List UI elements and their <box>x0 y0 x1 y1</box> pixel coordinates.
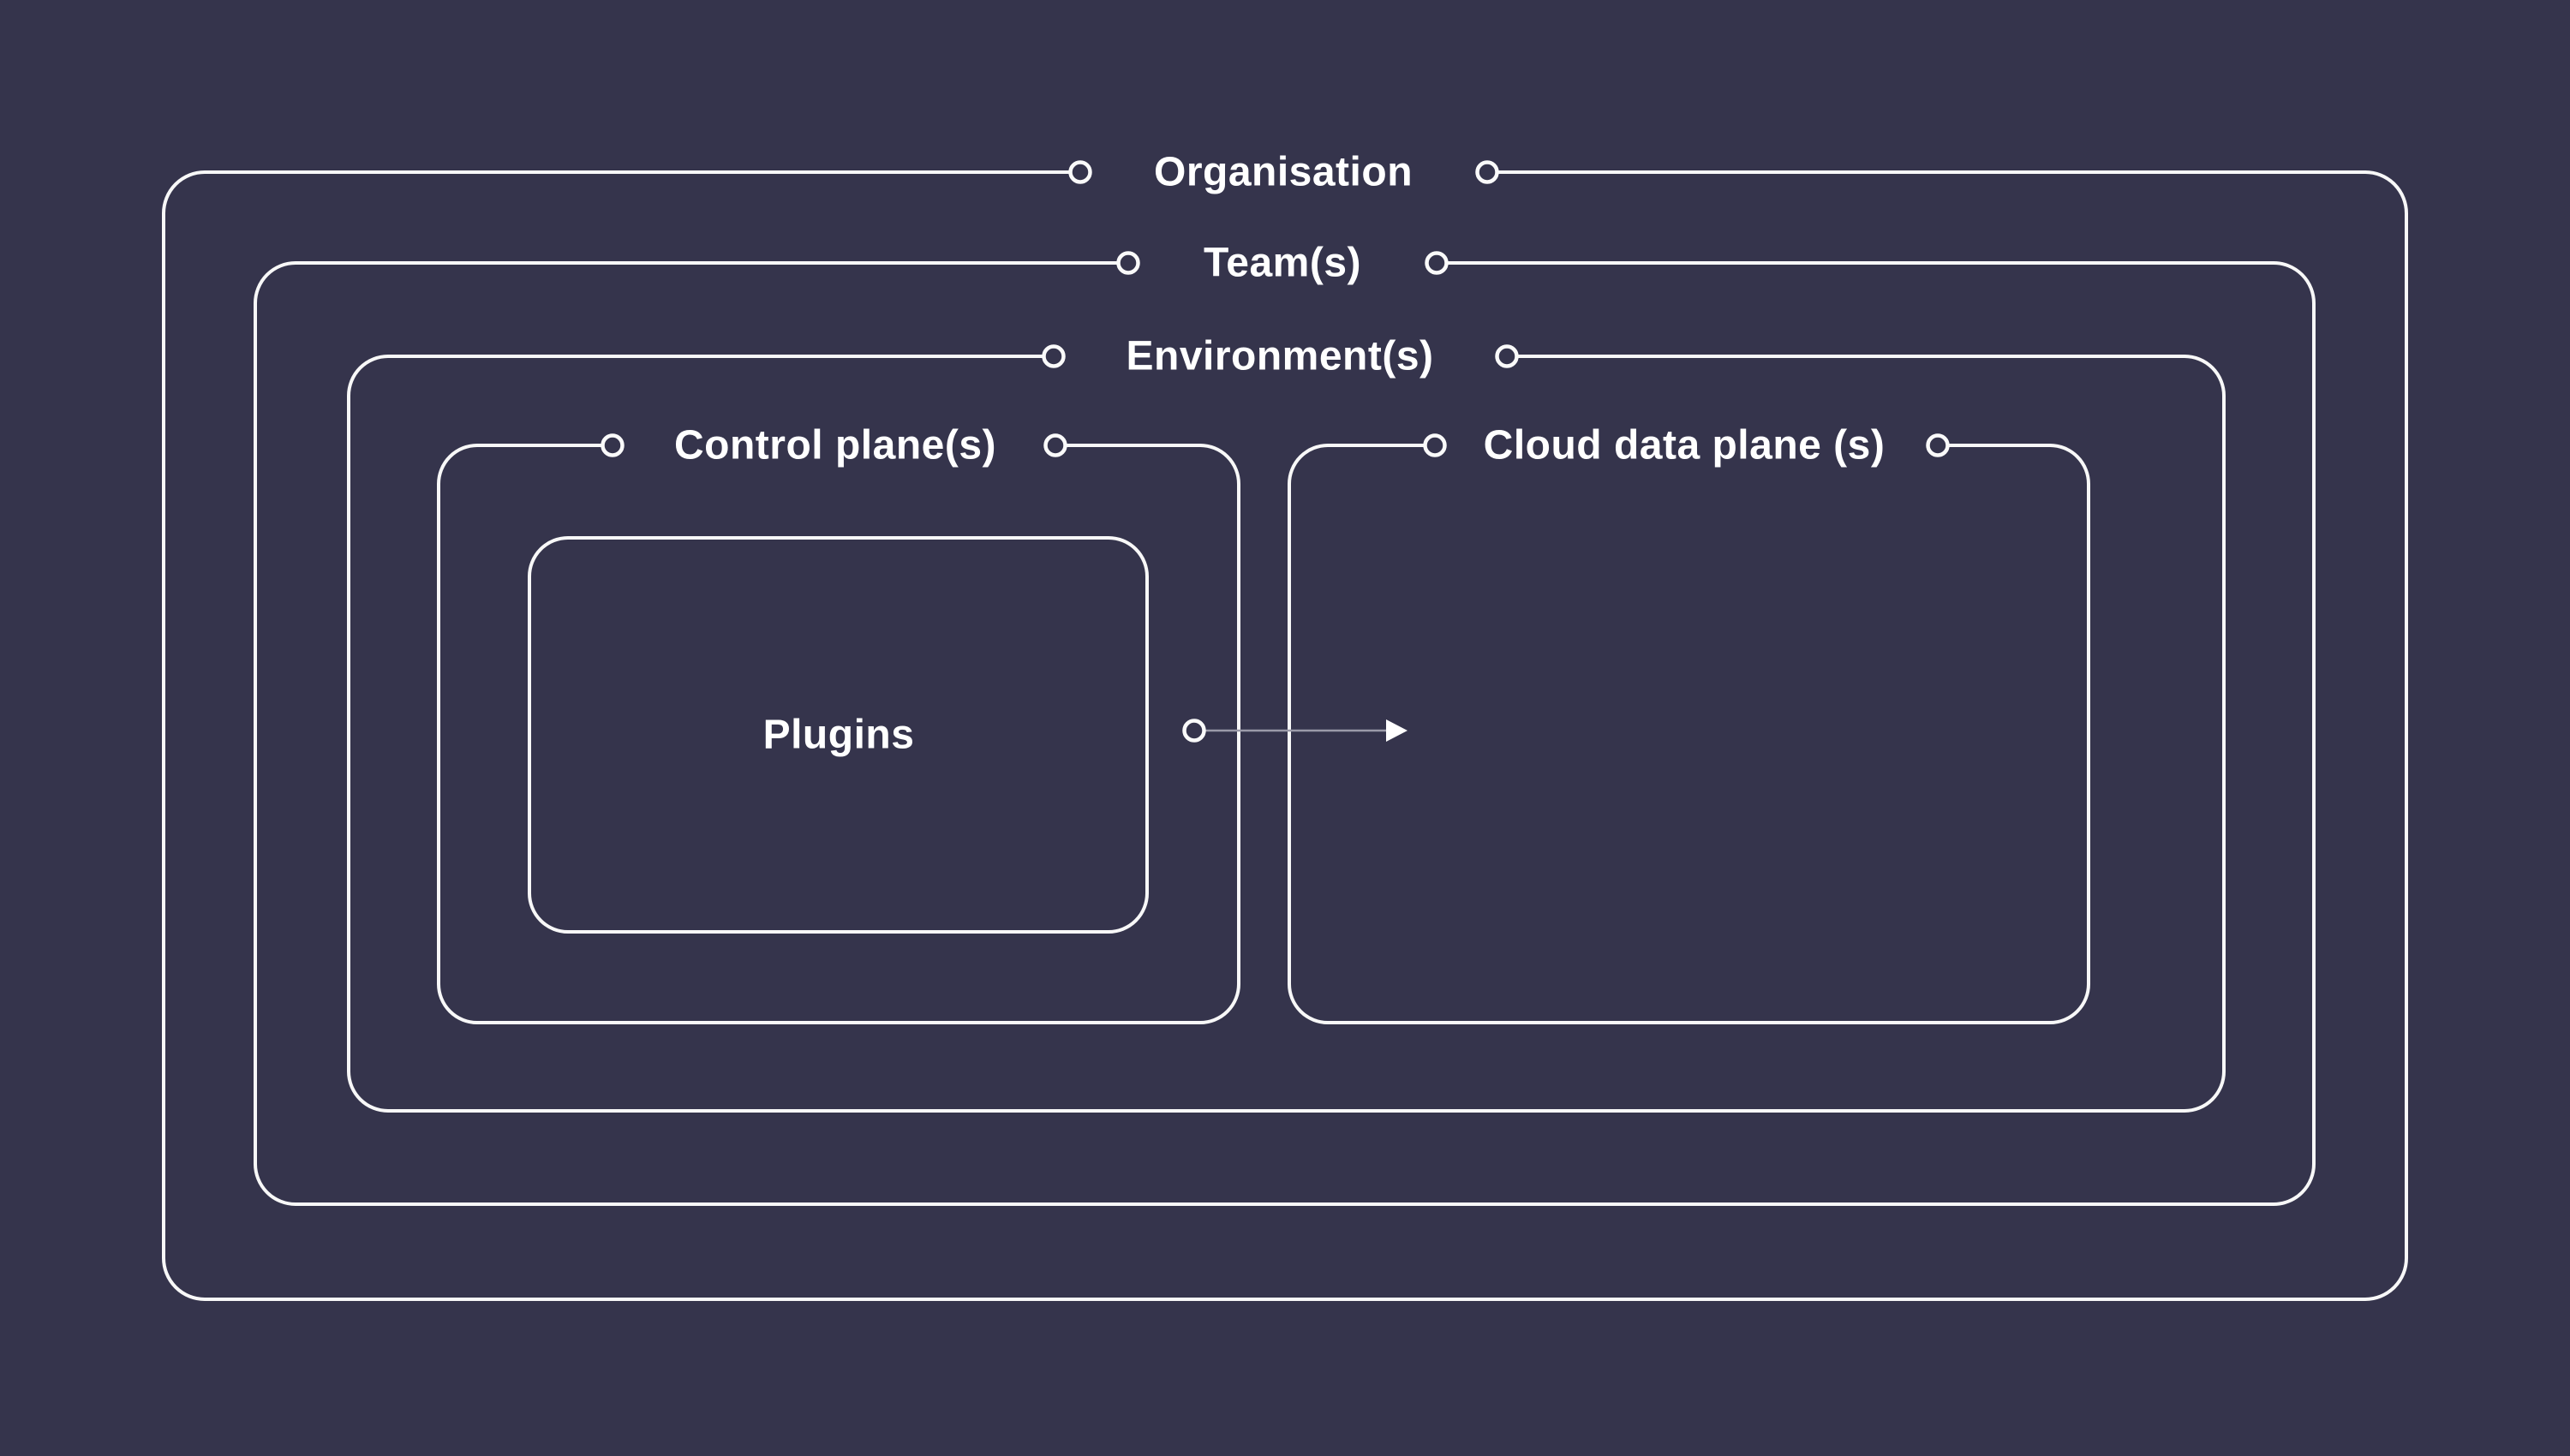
arrow-start-dot <box>1182 719 1206 743</box>
plugins-border <box>528 536 1149 934</box>
cloud-data-plane-border <box>1288 444 2090 1024</box>
plugins-to-cloud-arrow <box>1182 719 1408 743</box>
cloud-data-plane-label: Cloud data plane (s) <box>1483 422 1886 468</box>
plugins-label: Plugins <box>762 712 915 758</box>
teams-border <box>254 261 2316 1206</box>
teams-label: Team(s) <box>1204 240 1361 286</box>
control-plane-connector-left <box>601 433 625 457</box>
cloud-data-plane-connector-right <box>1926 433 1950 457</box>
control-plane-label: Control plane(s) <box>674 422 996 468</box>
environments-label: Environment(s) <box>1126 333 1434 379</box>
organisation-connector-left <box>1068 160 1092 184</box>
organisation-label: Organisation <box>1153 149 1414 195</box>
cloud-data-plane-connector-left <box>1423 433 1447 457</box>
organisation-border <box>162 170 2408 1301</box>
teams-connector-right <box>1425 251 1449 275</box>
control-plane-connector-right <box>1043 433 1067 457</box>
arrow-head-icon <box>1386 719 1408 742</box>
control-plane-border <box>437 444 1240 1024</box>
teams-connector-left <box>1116 251 1140 275</box>
environments-border <box>347 355 2226 1113</box>
environments-connector-left <box>1042 344 1066 368</box>
organisation-connector-right <box>1475 160 1499 184</box>
environments-connector-right <box>1495 344 1519 368</box>
